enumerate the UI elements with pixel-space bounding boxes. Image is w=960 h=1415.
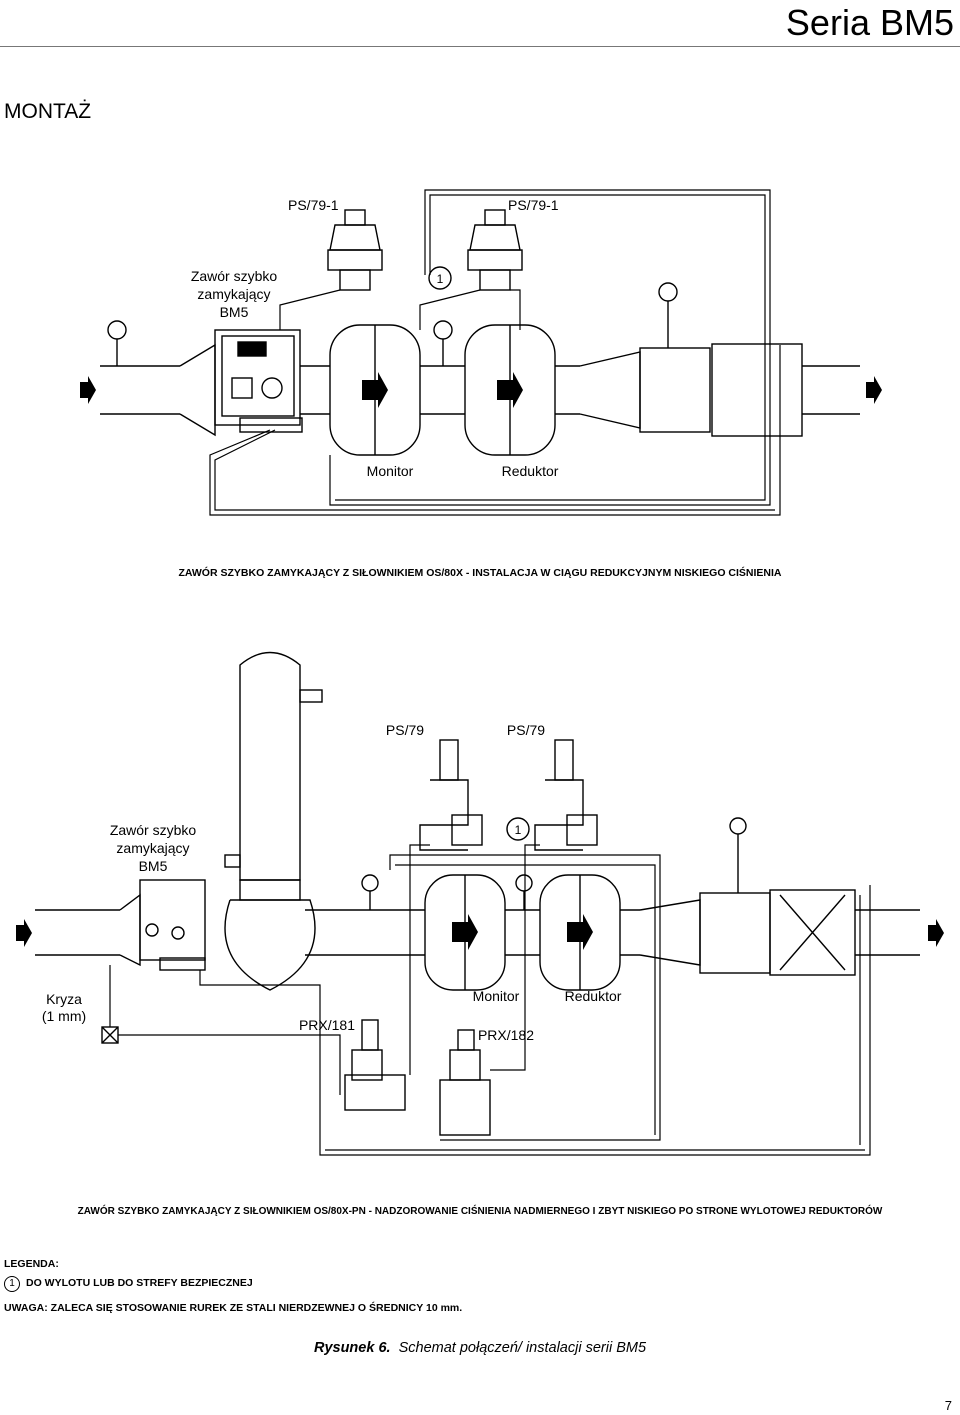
label-valve-line3: BM5 (220, 304, 249, 320)
diagram2-caption: ZAWÓR SZYBKO ZAMYKAJĄCY Z SIŁOWNIKIEM OS… (77, 1206, 883, 1217)
label-monitor: Monitor (367, 463, 414, 479)
figure-label: Rysunek 6. (313, 1340, 391, 1356)
label-prx182: PRX/182 (478, 1027, 534, 1043)
page-number: 7 (944, 1398, 952, 1413)
label-valve-line2: zamykający (116, 840, 189, 856)
reduktor-regulator (539, 874, 621, 991)
label-kryza-line2: (1 mm) (42, 1008, 86, 1024)
impulse-lines (109, 844, 871, 1156)
figure-text: Schemat połączeń/ instalacji serii BM5 (398, 1340, 647, 1356)
flow-arrow-out-icon (866, 376, 882, 404)
bm5-valve (139, 879, 206, 971)
bm5-valve (214, 329, 303, 433)
pressure-gauge-icon (361, 817, 747, 910)
orifice-icon (101, 1026, 119, 1044)
label-ps79-1-right: PS/79-1 (508, 197, 559, 213)
label-monitor: Monitor (473, 988, 520, 1004)
pilot-ps79-right (467, 209, 523, 291)
legend-item-text: DO WYLOTU LUB DO STREFY BEZPIECZNEJ (26, 1277, 253, 1289)
reduktor-regulator (464, 324, 556, 456)
label-kryza-line1: Kryza (46, 991, 82, 1007)
diagram-installation-low-pressure: PS/79-1 PS/79-1 Zawór szybko zamykający … (80, 189, 882, 516)
flow-arrow-in-icon (80, 376, 96, 404)
pilot-ps79-left (327, 209, 383, 291)
legend-title: LEGENDA: (4, 1258, 59, 1270)
label-prx181: PRX/181 (299, 1017, 355, 1033)
filter-column (224, 651, 323, 991)
series-title: Seria BM5 (785, 2, 954, 43)
label-ps79-right: PS/79 (507, 722, 545, 738)
outlet-marker-icon (506, 817, 530, 841)
legend-item: 1 DO WYLOTU LUB DO STREFY BEZPIECZNEJ (4, 1276, 253, 1292)
flow-arrow-in-icon (16, 919, 32, 947)
section-title: MONTAŻ (4, 100, 92, 123)
figure-caption: Rysunek 6. Schemat połączeń/ instalacji … (0, 1340, 960, 1356)
label-valve-line1: Zawór szybko (191, 268, 278, 284)
diagram-installation-pressure-monitoring: PS/79 PS/79 Zawór szybko zamykający BM5 … (16, 651, 944, 1156)
diagram1-caption: ZAWÓR SZYBKO ZAMYKAJĄCY Z SIŁOWNIKIEM OS… (178, 567, 782, 579)
label-outlet-number: 1 (437, 272, 444, 286)
label-reduktor: Reduktor (565, 988, 622, 1004)
label-ps79-left: PS/79 (386, 722, 424, 738)
pilot-ps79-left (419, 739, 483, 851)
label-reduktor: Reduktor (502, 463, 559, 479)
legend-note: UWAGA: ZALECA SIĘ STOSOWANIE RUREK ZE ST… (4, 1302, 463, 1314)
label-outlet-number: 1 (515, 823, 522, 837)
impulse-lines (209, 189, 781, 516)
outlet-marker-icon (428, 266, 452, 290)
monitor-regulator (424, 874, 506, 991)
pilot-ps79-right (534, 739, 598, 851)
label-valve-line1: Zawór szybko (110, 822, 197, 838)
pressure-gauge-icon (107, 282, 678, 366)
label-valve-line3: BM5 (139, 858, 168, 874)
legend-number-icon: 1 (4, 1276, 20, 1292)
pilot-prx182 (439, 1029, 491, 1136)
monitor-regulator (329, 324, 421, 456)
pilot-prx181 (344, 1019, 406, 1111)
header-divider (0, 46, 960, 47)
label-valve-line2: zamykający (197, 286, 270, 302)
main-pipe (100, 343, 860, 437)
label-ps79-1-left: PS/79-1 (288, 197, 339, 213)
flow-arrow-out-icon (928, 919, 944, 947)
